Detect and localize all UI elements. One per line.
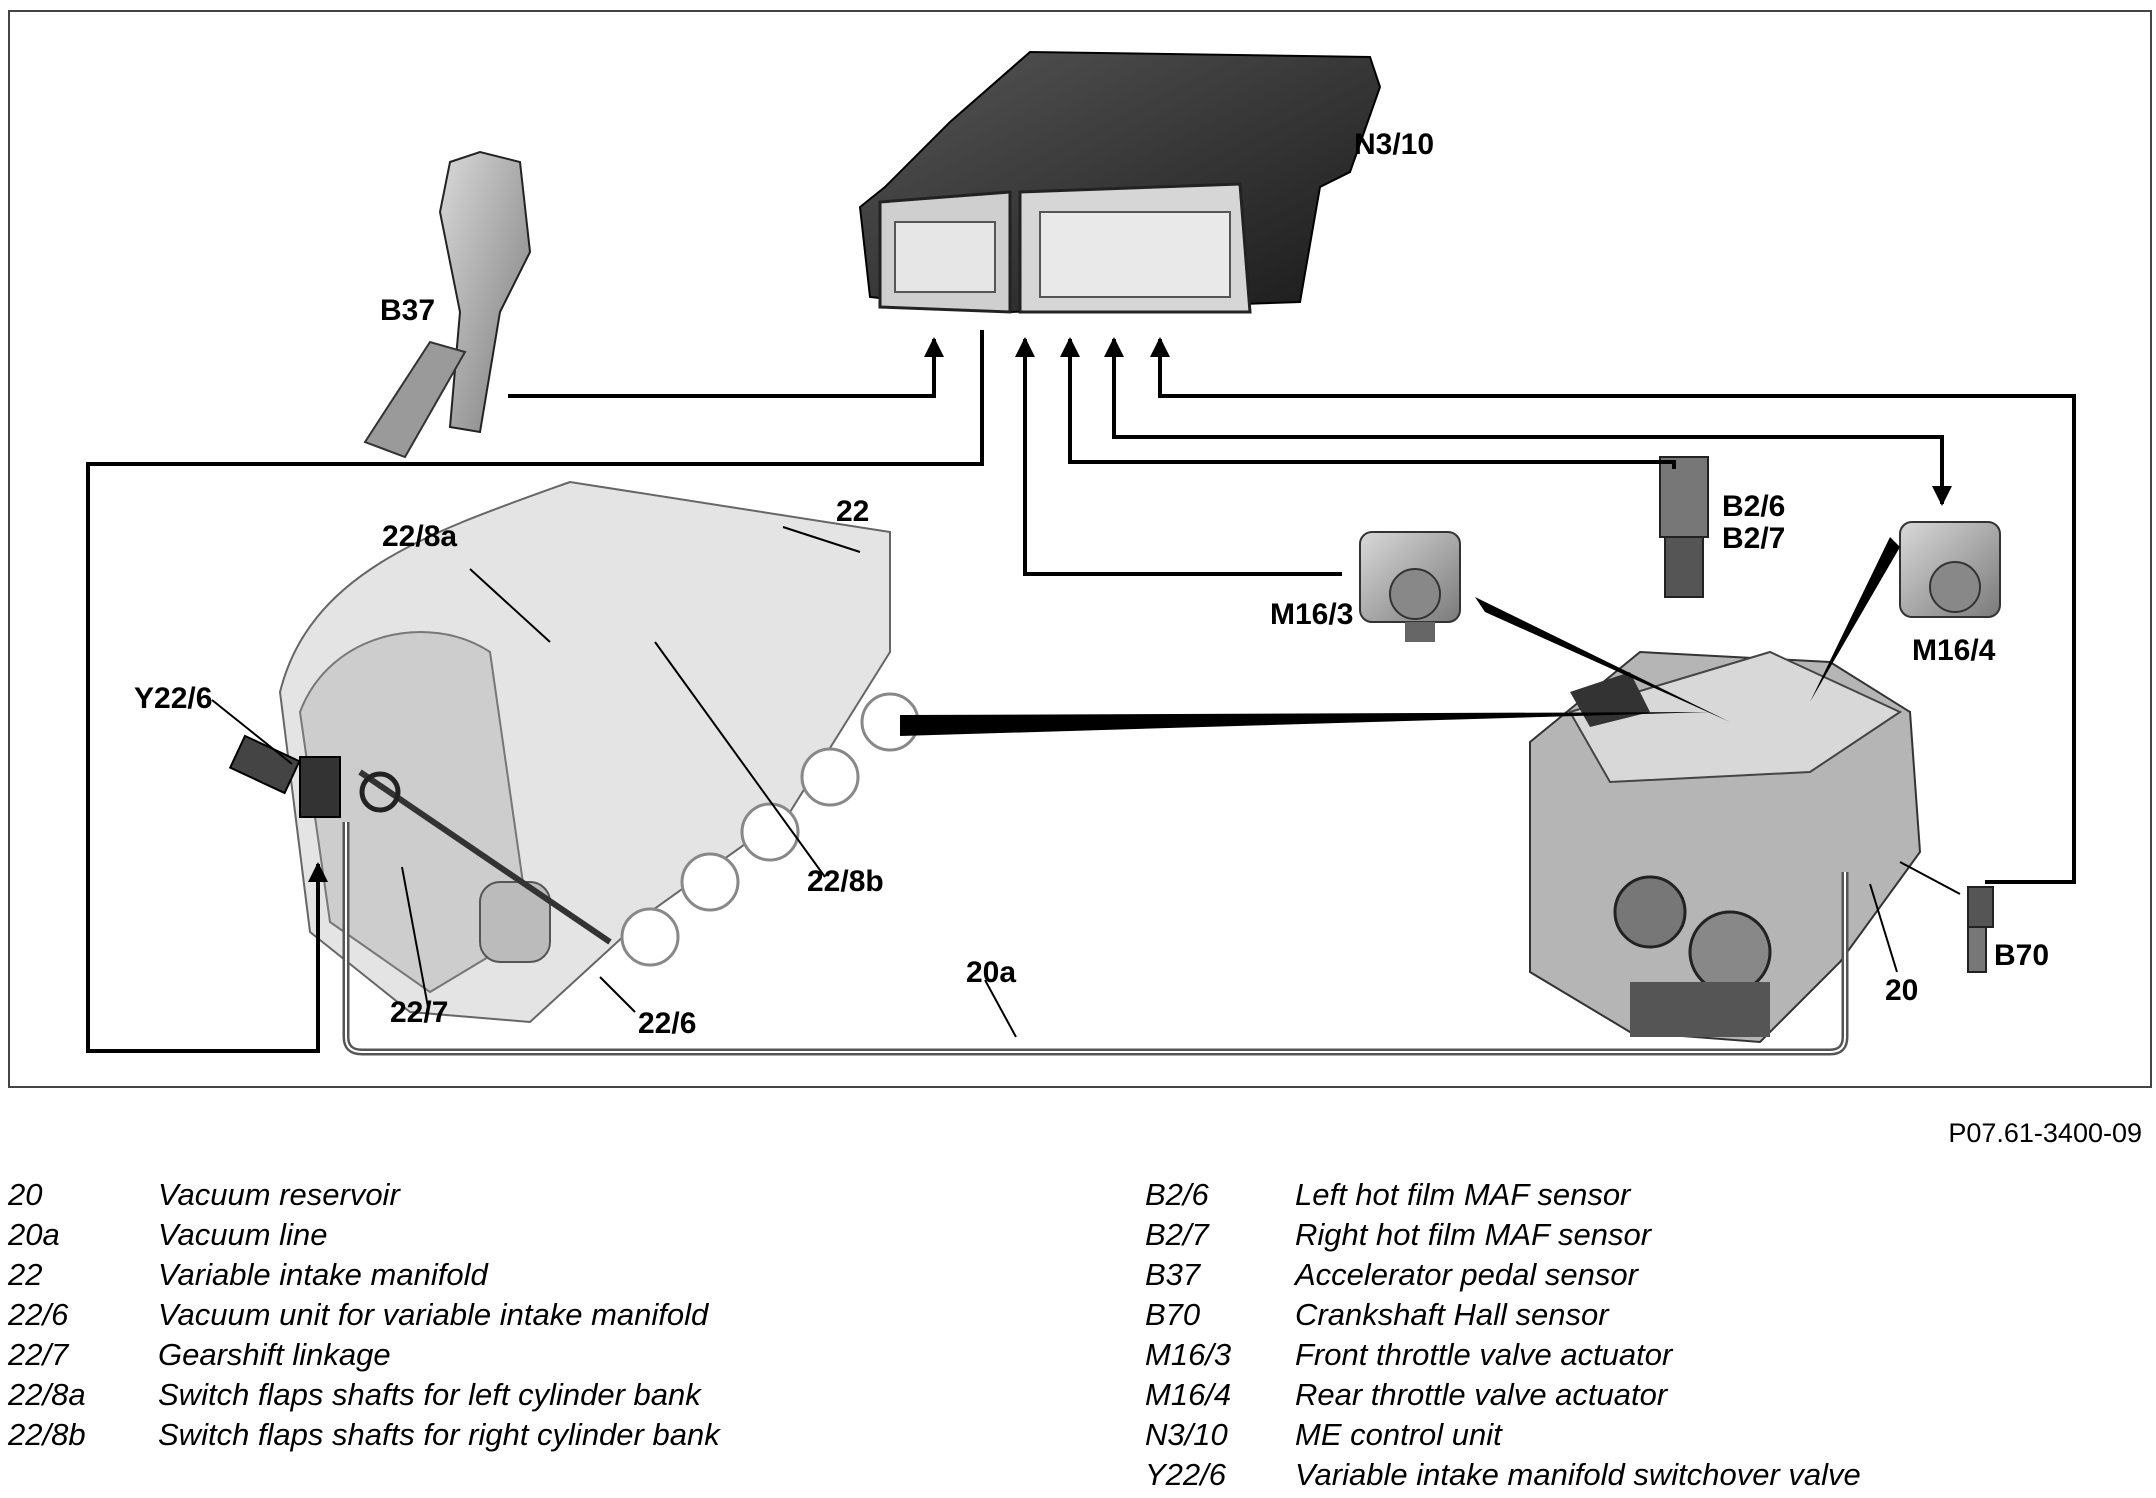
diagram-drawing (86, 50, 2076, 1056)
legend-text: Left hot film MAF sensor (1295, 1177, 1631, 1212)
callout-b70: B70 (1994, 939, 2050, 972)
legend-row: 22 Variable intake manifold (8, 1255, 720, 1295)
legend-code: 20a (8, 1217, 60, 1252)
switchover-valve-y22-6 (228, 734, 341, 818)
legend-text: Switch flaps shafts for left cylinder ba… (158, 1377, 701, 1412)
legend-left: 20 Vacuum reservoir 20a Vacuum line 22 Variab… (8, 1175, 720, 1455)
legend-code: 22/8a (8, 1377, 86, 1412)
legend-text: Vacuum reservoir (158, 1177, 400, 1212)
legend-row: B37 Accelerator pedal sensor (1145, 1255, 1861, 1295)
throttle-actuator-m16-3 (1359, 531, 1461, 642)
crankshaft-sensor-b70 (1967, 886, 1994, 973)
signal-lines (86, 330, 2076, 1053)
legend-code: B70 (1145, 1297, 1201, 1332)
legend-row: N3/10 ME control unit (1145, 1415, 1861, 1455)
diagram-frame: N3/10 B37 M16/3 B2/6 B2/7 M16/4 22 22/8a… (8, 10, 2152, 1088)
legend-text: Accelerator pedal sensor (1295, 1257, 1638, 1292)
control-unit-n3-10 (858, 50, 1382, 314)
legend-text: Rear throttle valve actuator (1295, 1377, 1668, 1412)
legend-row: 20 Vacuum reservoir (8, 1175, 720, 1215)
legend-row: M16/4 Rear throttle valve actuator (1145, 1375, 1861, 1415)
legend-row: 22/8a Switch flaps shafts for left cylind… (8, 1375, 720, 1415)
legend-code: Y22/6 (1145, 1457, 1227, 1492)
legend-text: Vacuum unit for variable intake manifold (158, 1297, 709, 1332)
accelerator-pedal-b37 (363, 150, 532, 459)
callout-20: 20 (1885, 974, 1919, 1007)
m16-4-to-engine-connector (1810, 537, 1900, 702)
callout-y22-6: Y22/6 (134, 682, 213, 715)
callout-22: 22 (836, 495, 870, 528)
callout-m16-3: M16/3 (1270, 598, 1354, 631)
legend-text: Right hot film MAF sensor (1295, 1217, 1652, 1252)
legend-code: 20 (8, 1177, 43, 1212)
callout-b37: B37 (380, 294, 436, 327)
legend-code: B2/6 (1145, 1177, 1209, 1212)
m16-3-to-engine-connector (1475, 597, 1730, 722)
callout-20a: 20a (966, 956, 1017, 989)
legend-row: 20a Vacuum line (8, 1215, 720, 1255)
legend-row: 22/7 Gearshift linkage (8, 1335, 720, 1375)
legend-row: B2/6 Left hot film MAF sensor (1145, 1175, 1861, 1215)
leader-lines (211, 526, 1961, 1038)
callout-b2-6: B2/6 (1722, 490, 1786, 523)
legend-code: 22 (8, 1257, 43, 1292)
callout-m16-4: M16/4 (1912, 634, 1996, 667)
callout-22-6: 22/6 (638, 1007, 697, 1040)
legend-row: Y22/6 Variable intake manifold switchover… (1145, 1455, 1861, 1495)
legend-code: M16/4 (1145, 1377, 1232, 1412)
figure-id: P07.61-3400-09 (1948, 1118, 2142, 1148)
legend-code: 22/7 (8, 1337, 69, 1372)
legend-code: N3/10 (1145, 1417, 1228, 1452)
manifold-to-engine-connector (900, 712, 1710, 736)
callout-b2-7: B2/7 (1722, 522, 1786, 555)
engine-assembly (1529, 650, 1922, 1044)
legend-row: 22/8b Switch flaps shafts for right cylin… (8, 1415, 720, 1455)
legend-text: Variable intake manifold (158, 1257, 488, 1292)
callout-n3-10: N3/10 (1354, 128, 1435, 161)
legend-text: Crankshaft Hall sensor (1295, 1297, 1609, 1332)
legend-row: B2/7 Right hot film MAF sensor (1145, 1215, 1861, 1255)
legend-code: 22/6 (8, 1297, 69, 1332)
legend-code: 22/8b (8, 1417, 86, 1452)
legend-text: Variable intake manifold switchover valv… (1295, 1457, 1861, 1492)
throttle-actuator-m16-4 (1899, 521, 2001, 618)
legend-text: Vacuum line (158, 1217, 328, 1252)
legend-row: B70 Crankshaft Hall sensor (1145, 1295, 1861, 1335)
legend-row: 22/6 Vacuum unit for variable intake mani… (8, 1295, 720, 1335)
intake-manifold-22 (278, 480, 920, 1024)
legend-text: Switch flaps shafts for right cylinder b… (158, 1417, 720, 1452)
callout-22-7: 22/7 (390, 996, 449, 1029)
maf-sensor-b2-6-b2-7 (1659, 456, 1709, 598)
callout-22-8b: 22/8b (807, 865, 884, 898)
callout-22-8a: 22/8a (382, 520, 458, 553)
legend-text: Front throttle valve actuator (1295, 1337, 1673, 1372)
legend-code: M16/3 (1145, 1337, 1232, 1372)
legend-text: ME control unit (1295, 1417, 1502, 1452)
legend-code: B2/7 (1145, 1217, 1209, 1252)
legend-row: M16/3 Front throttle valve actuator (1145, 1335, 1861, 1375)
legend-code: B37 (1145, 1257, 1201, 1292)
legend-text: Gearshift linkage (158, 1337, 391, 1372)
